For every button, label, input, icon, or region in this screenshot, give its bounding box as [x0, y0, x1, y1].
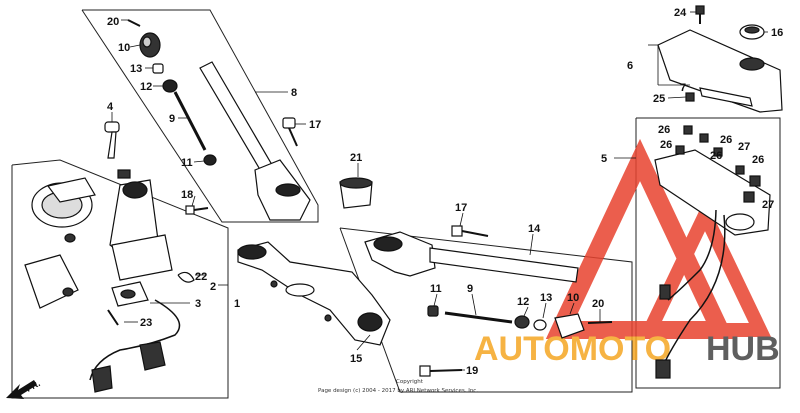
rod-9 [173, 91, 207, 151]
part-label-20-bottom: 20 [592, 298, 604, 310]
part-label-23: 23 [140, 317, 152, 329]
front-direction-label: FR. [24, 378, 41, 394]
bulb-27-b [743, 191, 755, 203]
part-label-26-c: 26 [660, 139, 672, 151]
bulb-26-b [699, 133, 709, 143]
ignition-assembly-outline [11, 159, 229, 399]
part-label-24: 24 [674, 7, 687, 19]
part-label-11-top: 11 [181, 157, 193, 169]
meter-cover-6 [657, 29, 783, 113]
part-label-9: 9 [169, 113, 175, 125]
handle-bar-group [127, 19, 311, 221]
part-label-22: 22 [195, 271, 207, 283]
watermark-text-automoto: AUTOMOTO [474, 330, 671, 368]
bar-end-cap-10-bottom [554, 313, 585, 339]
boundary-outlines [11, 9, 781, 399]
part-label-25: 25 [653, 93, 665, 105]
part-label-18: 18 [181, 189, 193, 201]
part-label-26-a: 26 [658, 124, 670, 136]
bolt-20-bottom [587, 321, 613, 324]
part-label-13-top: 13 [130, 63, 142, 75]
bulb-26-a [683, 125, 693, 135]
bulb-26-c [675, 145, 685, 155]
part-label-26-e: 26 [752, 154, 764, 166]
collar-12-top [162, 79, 178, 93]
bolt-17-bottom [451, 225, 463, 237]
bolt-18 [185, 205, 195, 215]
part-label-26-b: 26 [720, 134, 732, 146]
copyright-line1: Copyright [396, 379, 424, 385]
part-label-27-b: 27 [762, 199, 774, 211]
bulb-27-a [749, 175, 761, 187]
leader-lines [111, 11, 768, 371]
nut-13-top [152, 63, 164, 74]
part-label-3: 3 [195, 298, 201, 310]
meter-assembly-5 [654, 125, 771, 379]
part-label-6: 6 [627, 60, 633, 72]
nut-11-bottom [427, 305, 439, 317]
top-bridge-15 [237, 241, 391, 346]
key-4 [104, 121, 120, 159]
bottom-row-parts [419, 305, 613, 377]
part-label-7: 7 [680, 82, 686, 94]
nut-13-bottom [533, 319, 547, 331]
part-label-19: 19 [466, 365, 478, 377]
screw-23 [107, 309, 119, 326]
part-label-27-a: 27 [738, 141, 750, 153]
bolt-20-top [127, 19, 141, 27]
part-label-13-bottom: 13 [540, 292, 552, 304]
rod-9-bottom [444, 311, 513, 324]
ignition-unit-box [24, 254, 79, 309]
part-label-9-bottom: 9 [467, 283, 473, 295]
cap-nut-21 [339, 177, 373, 209]
bolt-19 [419, 365, 431, 377]
plate-7 [699, 87, 753, 107]
watermark: AUTOMOTO HUB [474, 138, 780, 368]
right-handle-14 [364, 225, 579, 283]
part-label-1: 1 [234, 298, 240, 310]
part-label-17-top: 17 [309, 119, 321, 131]
part-label-14: 14 [528, 223, 541, 235]
bulb-26-d [713, 147, 723, 157]
clip-22 [177, 271, 195, 283]
collar-12-bottom [514, 315, 530, 329]
copyright-line2: Page design (c) 2004 - 2017 by ARI Netwo… [318, 388, 478, 394]
screw-25 [685, 92, 695, 102]
front-arrow-icon [6, 380, 37, 399]
part-label-16: 16 [771, 27, 783, 39]
ignition-group [24, 169, 209, 393]
part-labels: 20 10 13 12 9 11 8 17 4 18 22 2 3 1 23 2… [107, 7, 783, 377]
meter-cover-group [657, 5, 783, 113]
watermark-triangle-small [638, 198, 772, 337]
part-label-10-top: 10 [118, 42, 130, 54]
bolt-17-top [282, 117, 296, 129]
part-label-21: 21 [350, 152, 362, 164]
part-label-11-bottom: 11 [430, 283, 442, 295]
watermark-triangle-large [545, 138, 735, 339]
copyright: Copyright Page design (c) 2004 - 2017 by… [318, 379, 478, 394]
watermark-text-hub: HUB [706, 330, 780, 368]
part-label-5: 5 [601, 153, 607, 165]
part-label-12-bottom: 12 [517, 296, 529, 308]
front-direction-marker: FR. [6, 378, 42, 399]
part-label-2: 2 [210, 281, 216, 293]
part-label-8: 8 [291, 87, 297, 99]
nut-11-top [203, 154, 217, 166]
part-label-20-top: 20 [107, 16, 119, 28]
screw-24 [695, 5, 705, 15]
handlebar-tube-14 [429, 247, 579, 283]
part-label-12-top: 12 [140, 81, 152, 93]
part-label-4: 4 [107, 101, 114, 113]
handle-assembly-outline [81, 9, 319, 223]
part-label-17-bottom: 17 [455, 202, 467, 214]
cover-assembly-outline [635, 117, 781, 389]
part-label-26-d: 26 [710, 150, 722, 162]
part-label-15: 15 [350, 353, 362, 365]
bulb-26-e [735, 165, 745, 175]
part-label-10-bottom: 10 [567, 292, 579, 304]
